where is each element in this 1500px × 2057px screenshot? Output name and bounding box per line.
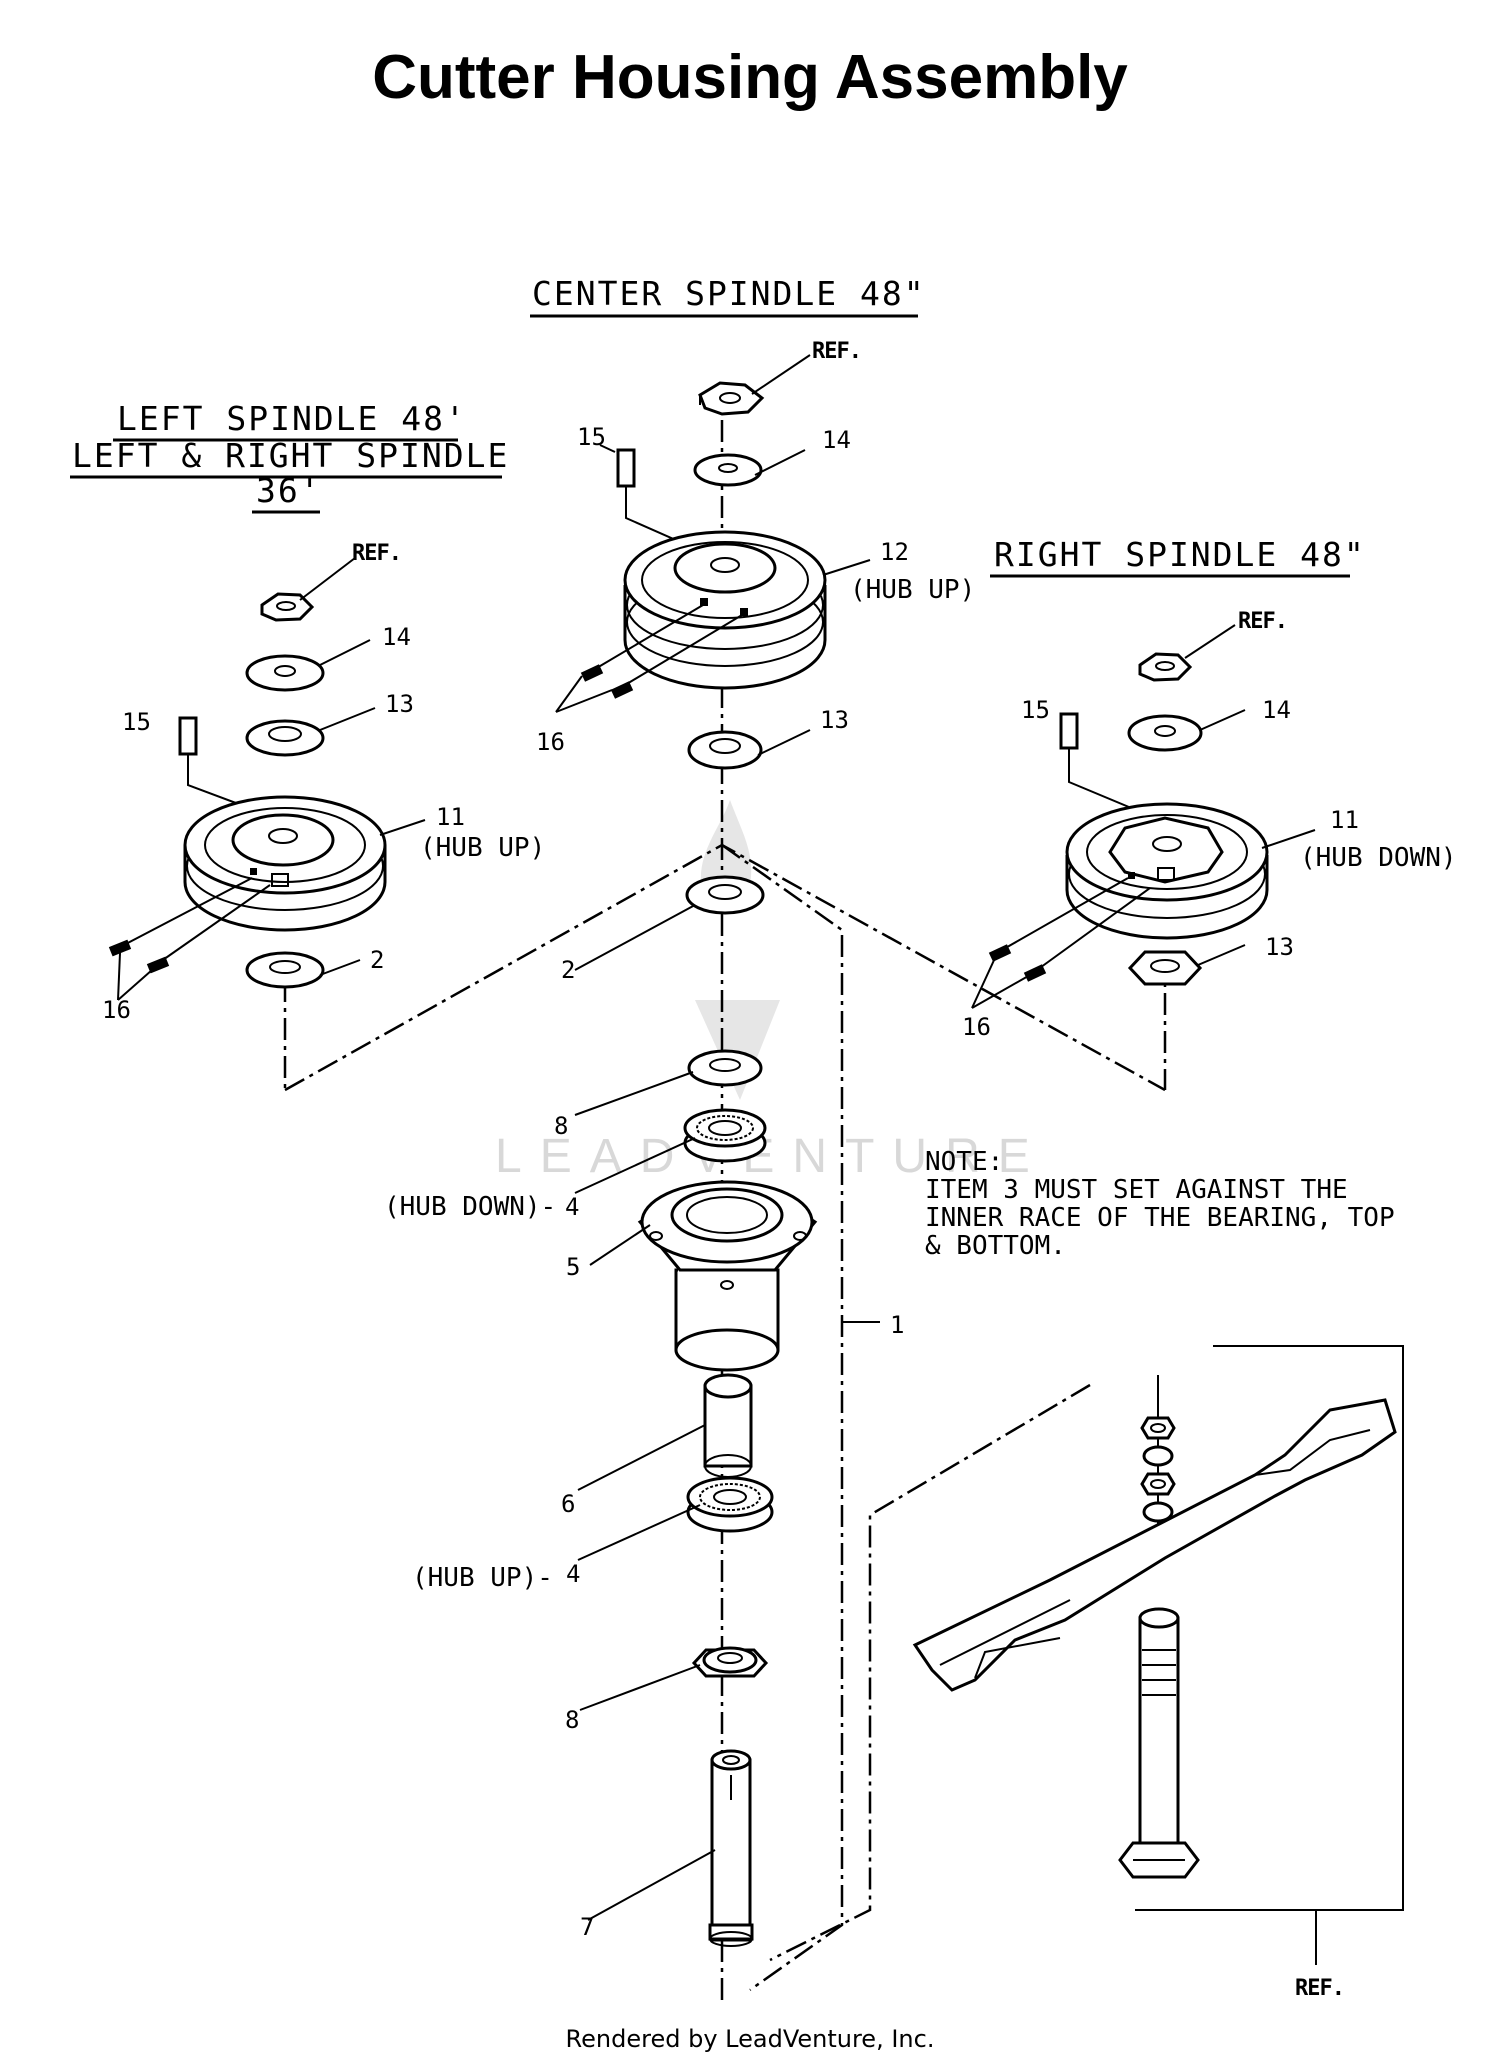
left-washer-2: [245, 951, 325, 989]
callout-11-left-hub-up: (HUB UP): [420, 833, 545, 863]
left-washer-14: [245, 654, 325, 692]
callout-2-left: 2: [370, 946, 384, 974]
center-pulley-12: [623, 530, 827, 690]
blade-ref-label: REF.: [1295, 1976, 1344, 2001]
left-ref-label: REF.: [352, 541, 401, 566]
callout-4-lower-hub-up: (HUB UP)-: [412, 1563, 553, 1593]
callout-16-center: 16: [536, 728, 565, 756]
callout-11-left: 11: [436, 803, 465, 831]
callout-12-hub-up: (HUB UP): [850, 575, 975, 605]
callout-14-left: 14: [382, 623, 411, 651]
svg-text:NOTE:: NOTE:: [925, 1147, 1003, 1177]
svg-text:INNER RACE OF THE BEARING, TOP: INNER RACE OF THE BEARING, TOP: [925, 1203, 1395, 1233]
spindle-housing-5: [637, 1180, 818, 1372]
svg-text:ITEM 3 MUST SET AGAINST THE: ITEM 3 MUST SET AGAINST THE: [925, 1175, 1348, 1205]
left-pulley-11: [183, 795, 387, 932]
right-nut: [1138, 652, 1193, 682]
callout-14-right: 14: [1262, 696, 1291, 724]
left-setscrews-16: [108, 877, 271, 1001]
callout-4-upper: 4: [565, 1193, 579, 1221]
svg-text:36': 36': [256, 471, 322, 510]
svg-text:CENTER SPINDLE 48": CENTER SPINDLE 48": [532, 274, 926, 313]
right-washer-14: [1127, 714, 1203, 752]
callout-15-left: 15: [122, 708, 151, 736]
left-nut: [260, 592, 315, 622]
right-setscrews-16: [971, 877, 1151, 1009]
callout-16-left: 16: [102, 996, 131, 1024]
upper-bearing-4: [683, 1108, 767, 1163]
callout-8-lower: 8: [565, 1706, 579, 1734]
center-ref-label: REF.: [812, 339, 861, 364]
callout-1: 1: [890, 1311, 904, 1339]
center-washer-2: [685, 875, 765, 915]
callout-8-upper: 8: [554, 1112, 568, 1140]
callout-15-right: 15: [1021, 696, 1050, 724]
blade-washer-stack: [1140, 1375, 1176, 1560]
callout-13-left: 13: [385, 690, 414, 718]
lower-bearing-4: [686, 1476, 774, 1533]
center-washer-8-upper: [687, 1049, 763, 1087]
callout-4-upper-hub-down: (HUB DOWN)-: [384, 1192, 556, 1222]
callout-16-right: 16: [962, 1013, 991, 1041]
svg-text:LEFT SPINDLE 48': LEFT SPINDLE 48': [117, 399, 467, 438]
callout-11-right-hub-down: (HUB DOWN): [1300, 843, 1457, 873]
spindle-shaft-7: [708, 1749, 754, 1947]
callout-14-center: 14: [822, 426, 851, 454]
callout-5: 5: [566, 1253, 580, 1281]
right-pulley-11: [1065, 802, 1269, 940]
blade-bolt: [1118, 1607, 1200, 1879]
spacer-6: [703, 1373, 753, 1478]
blade-mounting-bracket: [1135, 1345, 1404, 1911]
footer-credit: Rendered by LeadVenture, Inc.: [565, 2025, 935, 2053]
left-washer-13: [245, 719, 325, 757]
svg-text:& BOTTOM.: & BOTTOM.: [925, 1231, 1066, 1261]
center-washer-14: [693, 453, 763, 487]
callout-12: 12: [880, 538, 909, 566]
callout-2-center: 2: [561, 956, 575, 984]
right-ref-label: REF.: [1238, 609, 1287, 634]
right-key-15: [1059, 712, 1149, 816]
center-washer-13: [687, 730, 763, 770]
page-title: Cutter Housing Assembly: [372, 43, 1128, 112]
mower-blade: [912, 1398, 1397, 1692]
callout-6: 6: [561, 1490, 575, 1518]
right-spindle-header: RIGHT SPINDLE 48": [990, 535, 1366, 578]
callout-13-center: 13: [820, 706, 849, 734]
callout-11-right: 11: [1330, 806, 1359, 834]
svg-text:LEFT & RIGHT SPINDLE: LEFT & RIGHT SPINDLE: [72, 436, 509, 475]
left-spindle-header: LEFT SPINDLE 48' LEFT & RIGHT SPINDLE 36…: [70, 399, 509, 514]
center-setscrews-16: [555, 604, 743, 713]
center-nut: [698, 381, 765, 416]
center-washer-8-lower: [691, 1646, 769, 1678]
center-spindle-header: CENTER SPINDLE 48": [530, 274, 926, 318]
watermark: LEADVENTURE: [495, 800, 1030, 1183]
leader-lines: [299, 354, 1317, 1965]
callout-7: 7: [580, 1913, 594, 1941]
right-washer-13: [1127, 950, 1203, 986]
svg-text:RIGHT SPINDLE 48": RIGHT SPINDLE 48": [994, 535, 1366, 574]
callout-13-right: 13: [1265, 933, 1294, 961]
callout-4-lower: 4: [566, 1560, 580, 1588]
assembly-note: NOTE: ITEM 3 MUST SET AGAINST THE INNER …: [925, 1147, 1395, 1261]
callout-15-center: 15: [577, 423, 606, 451]
